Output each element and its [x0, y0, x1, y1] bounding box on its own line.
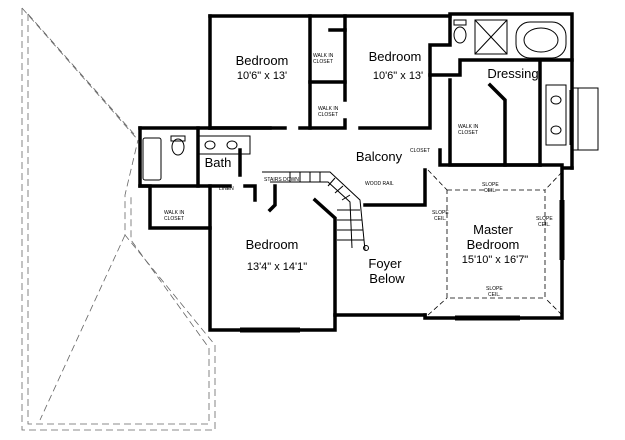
linen-label: LINEN [219, 186, 234, 192]
slope-ceil-3-line2: CEIL. [538, 222, 551, 228]
staircase [262, 171, 369, 251]
bedroom-lower-left-name: Bedroom [246, 237, 299, 252]
slope-ceil-1-line2: CEIL. [484, 188, 497, 194]
walk-in-closet-1-line2: CLOSET [313, 59, 333, 65]
walk-in-closet-2-line1: WALK IN [318, 106, 339, 112]
slope-ceil-1-line1: SLOPE [482, 182, 499, 188]
walk-in-closet-lower-line2: CLOSET [164, 216, 184, 222]
walk-in-closet-1-line1: WALK IN [313, 53, 334, 59]
master-bedroom-name-line2: Bedroom [467, 237, 520, 252]
master-bedroom-dims: 15'10" x 16'7" [462, 254, 529, 266]
bedroom-top-left-name: Bedroom [236, 53, 289, 68]
side-porch-outline [571, 87, 599, 151]
master-bath-fixtures [453, 19, 567, 146]
closet-label: CLOSET [410, 148, 430, 154]
slope-ceil-2-line2: CEIL. [434, 216, 447, 222]
roof-outline [21, 7, 216, 431]
foyer-label-line1: Foyer [368, 256, 402, 271]
wood-rail-label: WOOD RAIL [365, 181, 394, 187]
bedroom-top-left-dims: 10'6" x 13' [237, 70, 287, 82]
windows [240, 90, 571, 333]
bedroom-lower-left-dims: 13'4" x 14'1" [247, 261, 307, 273]
slope-ceil-4-line2: CEIL. [488, 292, 501, 298]
interior-walls [196, 14, 574, 317]
bath-fixtures [142, 135, 251, 181]
bath-label: Bath [205, 155, 232, 170]
walk-in-closet-2-line2: CLOSET [318, 112, 338, 118]
stairs-down-label: STAIRS DOWN [264, 177, 299, 183]
balcony-label: Balcony [356, 149, 403, 164]
bedroom-top-right-name: Bedroom [369, 49, 422, 64]
walk-in-closet-master-line1: WALK IN [458, 124, 479, 130]
master-bedroom-name-line1: Master [473, 222, 513, 237]
dressing-label: Dressing [487, 66, 538, 81]
walk-in-closet-lower-line1: WALK IN [164, 210, 185, 216]
bedroom-top-right-dims: 10'6" x 13' [373, 70, 423, 82]
slope-ceil-3-line1: SLOPE [536, 216, 553, 222]
walk-in-closet-master-line2: CLOSET [458, 130, 478, 136]
vaulted-ceiling-lines [427, 169, 563, 316]
slope-ceil-4-line1: SLOPE [486, 286, 503, 292]
slope-ceil-2-line1: SLOPE [432, 210, 449, 216]
foyer-label-line2: Below [369, 271, 405, 286]
